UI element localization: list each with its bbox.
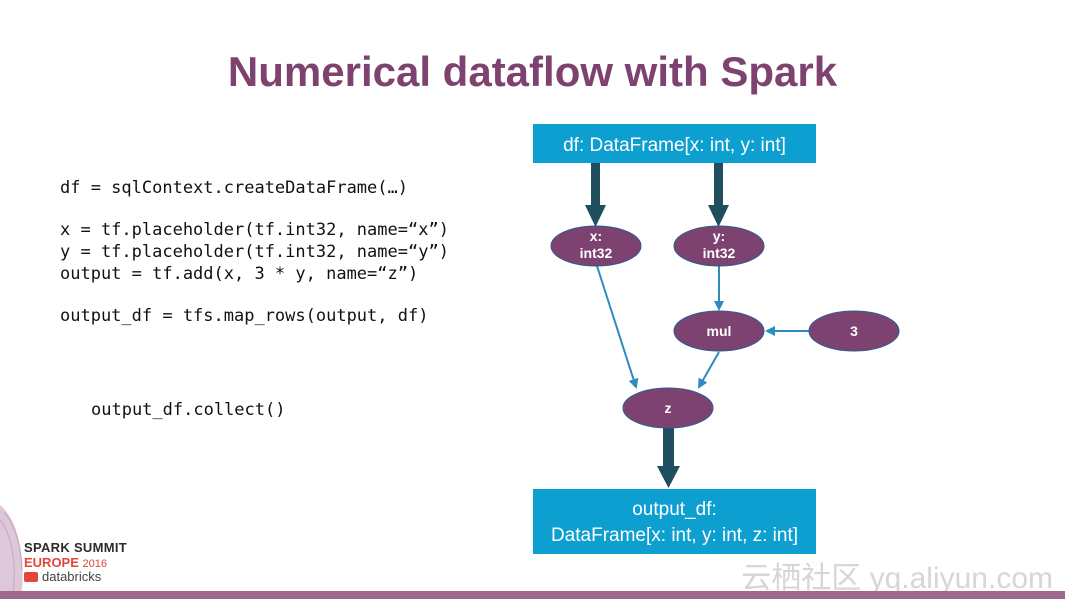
page-title: Numerical dataflow with Spark (227, 48, 838, 95)
logo-europe-text: EUROPE (24, 555, 79, 570)
output-dataframe-schema: DataFrame[x: int, y: int, z: int] (551, 525, 798, 546)
input-dataframe-box (533, 124, 816, 163)
logo-europe: EUROPE 2016 (24, 555, 127, 570)
arrow-mul-to-z (698, 351, 720, 389)
node-mul-label: mul (707, 323, 732, 339)
thick-arrow-to-x (585, 163, 606, 227)
node-y-name: y: (713, 228, 725, 244)
code-line-create-dataframe: df = sqlContext.createDataFrame(…) (60, 178, 408, 198)
node-x (550, 225, 642, 267)
node-y (673, 225, 765, 267)
logo-spark-summit: SPARK SUMMIT (24, 540, 128, 555)
output-dataframe-box (533, 489, 816, 554)
node-mul (673, 310, 765, 352)
watermark: 云栖社区 yq.aliyun.com (741, 562, 1053, 595)
logo-databricks: databricks (24, 569, 127, 584)
node-const-label: 3 (850, 323, 858, 339)
code-line-placeholder-y: y = tf.placeholder(tf.int32, name=“y”) (60, 242, 449, 262)
footer-bar (0, 591, 1065, 599)
code-line-add: output = tf.add(x, 3 * y, name=“z”) (60, 264, 419, 284)
node-z (622, 387, 714, 429)
input-dataframe-label: df: DataFrame[x: int, y: int] (563, 135, 786, 156)
logo-databricks-text: databricks (42, 569, 102, 584)
corner-decoration (0, 505, 23, 599)
node-x-name: x: (590, 228, 602, 244)
databricks-icon (24, 571, 38, 582)
thick-arrow-to-y (708, 163, 729, 227)
node-const-3 (808, 310, 900, 352)
arrow-x-to-z (596, 265, 639, 389)
code-line-placeholder-x: x = tf.placeholder(tf.int32, name=“x”) (60, 220, 449, 240)
logo-year: 2016 (82, 558, 108, 570)
node-y-type: int32 (703, 245, 736, 261)
thick-arrow-to-output (657, 428, 680, 488)
code-line-map-rows: output_df = tfs.map_rows(output, df) (60, 306, 429, 326)
code-line-collect: output_df.collect() (91, 400, 286, 420)
output-dataframe-name: output_df: (632, 499, 717, 520)
node-x-type: int32 (580, 245, 613, 261)
node-z-label: z (665, 400, 672, 416)
spark-summit-logo: SPARK SUMMIT EUROPE 2016 databricks (24, 540, 127, 584)
